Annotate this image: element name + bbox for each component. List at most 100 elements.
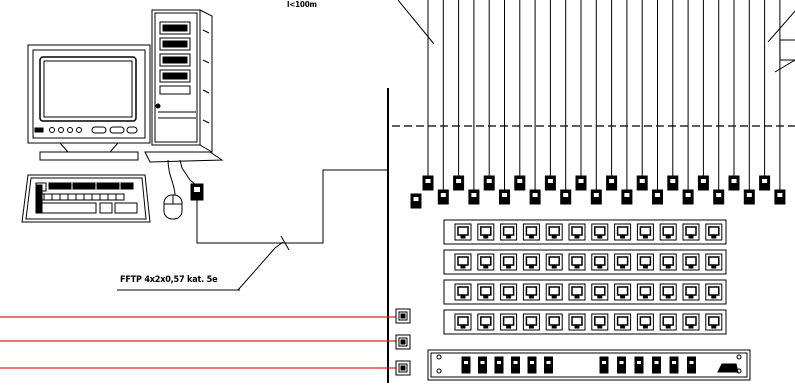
- switch-port-icon: [634, 356, 644, 374]
- rj45-plug-icon: [453, 175, 465, 191]
- switch-port-icon: [652, 356, 661, 374]
- rj45-port-icon: [636, 223, 654, 241]
- rj45-plug-icon: [437, 189, 449, 205]
- rj45-plug-icon: [529, 189, 541, 205]
- rj45-port-icon: [614, 313, 632, 331]
- rj45-plug-icon: [499, 189, 510, 205]
- rj45-port-icon: [705, 223, 723, 241]
- rj45-port-icon: [614, 283, 632, 301]
- rj45-port-icon: [659, 313, 677, 331]
- rj45-port-icon: [500, 283, 518, 301]
- wall-socket-icon: [395, 308, 411, 376]
- rj45-port-icon: [682, 253, 700, 271]
- drop-cable: [575, 0, 587, 191]
- rj45-port-icon: [591, 313, 609, 331]
- rj45-plug-icon: [483, 175, 495, 191]
- drop-cable: [652, 0, 663, 205]
- switch-port-icon: [617, 356, 626, 374]
- drop-cable: [621, 0, 633, 205]
- switch-port-icon: [494, 356, 504, 374]
- rj45-port-icon: [591, 283, 609, 301]
- rj45-port-icon: [477, 313, 495, 331]
- rj45-port-icon: [477, 223, 495, 241]
- computer-monitor-icon: [27, 44, 151, 161]
- rj45-port-icon: [522, 283, 540, 301]
- rj45-plug-icon: [514, 175, 526, 191]
- rj45-port-icon: [522, 313, 540, 331]
- rj45-plug-icon: [652, 189, 663, 205]
- switch-port-icon: [461, 356, 471, 374]
- rj45-port-icon: [568, 253, 586, 271]
- rj45-port-icon: [568, 223, 586, 241]
- rj45-plug-icon: [590, 189, 602, 205]
- drop-cable: [514, 0, 526, 191]
- rj45-plug-icon: [728, 175, 740, 191]
- drop-cable: [590, 0, 602, 205]
- rj45-port-icon: [545, 283, 563, 301]
- drop-cable: [422, 0, 434, 191]
- rj45-port-icon: [454, 253, 472, 271]
- rj45-port-icon: [568, 283, 586, 301]
- red-cables: [0, 316, 396, 369]
- distance-label: l<100m: [287, 0, 317, 9]
- rj45-port-icon: [477, 253, 495, 271]
- rj45-port-icon: [500, 253, 518, 271]
- rj45-plug-icon: [682, 189, 694, 205]
- drop-cable: [560, 0, 572, 205]
- drop-cable: [483, 0, 495, 191]
- rj45-plug-icon: [422, 175, 434, 191]
- rj45-plug-icon: [774, 189, 786, 205]
- rj45-port-icon: [522, 253, 540, 271]
- rj45-port-icon: [545, 313, 563, 331]
- drop-cable: [437, 0, 449, 205]
- rj45-port-icon: [705, 313, 723, 331]
- drop-cable: [682, 0, 694, 205]
- rj45-port-icon: [636, 253, 654, 271]
- switch-port-icon: [511, 356, 520, 374]
- rj45-port-icon: [591, 223, 609, 241]
- rj45-port-icon: [454, 313, 472, 331]
- drop-cable: [759, 0, 771, 191]
- patch-panel-row: [443, 279, 727, 305]
- switch-port-icon: [687, 356, 696, 374]
- rj45-port-icon: [614, 223, 632, 241]
- patch-panel: [443, 219, 727, 335]
- rj45-port-icon: [705, 283, 723, 301]
- mouse-icon: [163, 159, 183, 220]
- rj45-plug-icon: [606, 175, 618, 191]
- patch-panel-row: [443, 249, 727, 275]
- rj45-port-icon: [591, 253, 609, 271]
- switch-port-icon: [599, 356, 609, 374]
- rj45-port-icon: [545, 223, 563, 241]
- rj45-plug-icon: [560, 189, 572, 205]
- rj45-port-icon: [614, 253, 632, 271]
- rj45-port-icon: [659, 283, 677, 301]
- rj45-plug-icon: [697, 175, 709, 191]
- rj45-port-icon: [659, 253, 677, 271]
- rj45-port-icon: [659, 223, 677, 241]
- drop-cable: [667, 0, 679, 191]
- rj45-port-icon: [454, 283, 472, 301]
- rj45-port-icon: [705, 253, 723, 271]
- keyboard-icon: [21, 174, 151, 223]
- drop-cable: [743, 0, 755, 205]
- rj45-port-icon: [682, 223, 700, 241]
- rj45-port-icon: [682, 283, 700, 301]
- drop-cable: [713, 0, 725, 205]
- rj45-port-icon: [568, 313, 586, 331]
- rj45-port-icon: [545, 253, 563, 271]
- rj45-plug-icon: [621, 189, 633, 205]
- drop-cable: [499, 0, 510, 205]
- drop-cable: [697, 0, 709, 191]
- rj45-port-icon: [454, 223, 472, 241]
- rj45-plug-icon: [743, 189, 755, 205]
- drop-cable: [453, 0, 465, 191]
- switch-port-icon: [478, 356, 487, 374]
- switch-port-icon: [527, 356, 537, 374]
- drop-cable: [529, 0, 541, 205]
- patch-panel-row: [443, 219, 727, 245]
- rj45-port-icon: [636, 313, 654, 331]
- rj45-plug-icon: [713, 189, 725, 205]
- cable-type-label: FFTP 4x2x0,57 kat. 5e: [120, 275, 218, 285]
